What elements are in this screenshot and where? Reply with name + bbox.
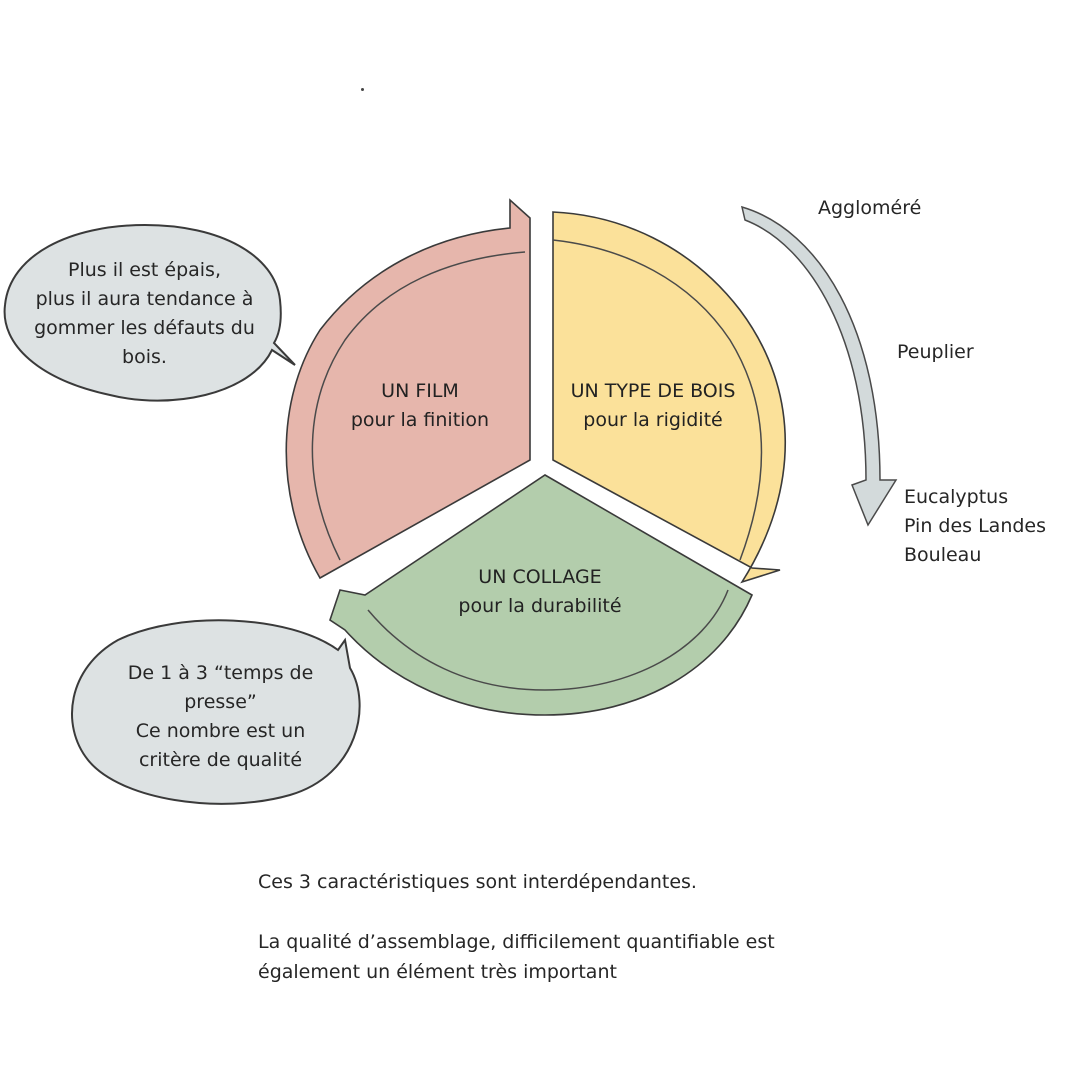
bubble-film-text: Plus il est épais, plus il aura tendance… (34, 259, 255, 368)
segment-bois-subtitle: pour la rigidité (583, 409, 723, 431)
segment-film-subtitle: pour la finition (350, 409, 490, 431)
segment-film (285, 198, 531, 580)
segment-collage (329, 474, 754, 716)
segment-film-title: UN FILM (381, 380, 459, 402)
speech-bubble-collage (71, 619, 361, 805)
segment-bois-inner-arc (552, 239, 763, 561)
wood-scale-bottom: Eucalyptus Pin des Landes Bouleau (904, 486, 1047, 566)
segment-film-inner-arc (311, 251, 526, 561)
segment-film-label: UN FILM pour la finition (330, 377, 510, 435)
wood-scale-top: Aggloméré (818, 197, 922, 219)
segment-collage-subtitle: pour la durabilité (458, 595, 622, 617)
segment-bois-title: UN TYPE DE BOIS (570, 380, 736, 402)
segment-collage-title: UN COLLAGE (478, 566, 602, 588)
bubble-collage-text: De 1 à 3 “temps de presse” Ce nombre est… (127, 662, 314, 771)
segment-collage-label: UN COLLAGE pour la durabilité (430, 563, 650, 621)
speech-bubble-film (3, 223, 296, 402)
footer-line-2: La qualité d’assemblage, difficilement q… (258, 931, 775, 953)
segment-collage-inner-arc (367, 589, 729, 691)
footer-line-1: Ces 3 caractéristiques sont interdépenda… (258, 871, 697, 893)
stray-dot (361, 88, 364, 91)
segment-bois (552, 211, 787, 584)
wood-scale-arrow (740, 205, 898, 527)
footer-line-3: également un élément très important (258, 961, 617, 983)
segment-bois-label: UN TYPE DE BOIS pour la rigidité (548, 377, 758, 435)
wood-scale-middle: Peuplier (897, 341, 974, 363)
